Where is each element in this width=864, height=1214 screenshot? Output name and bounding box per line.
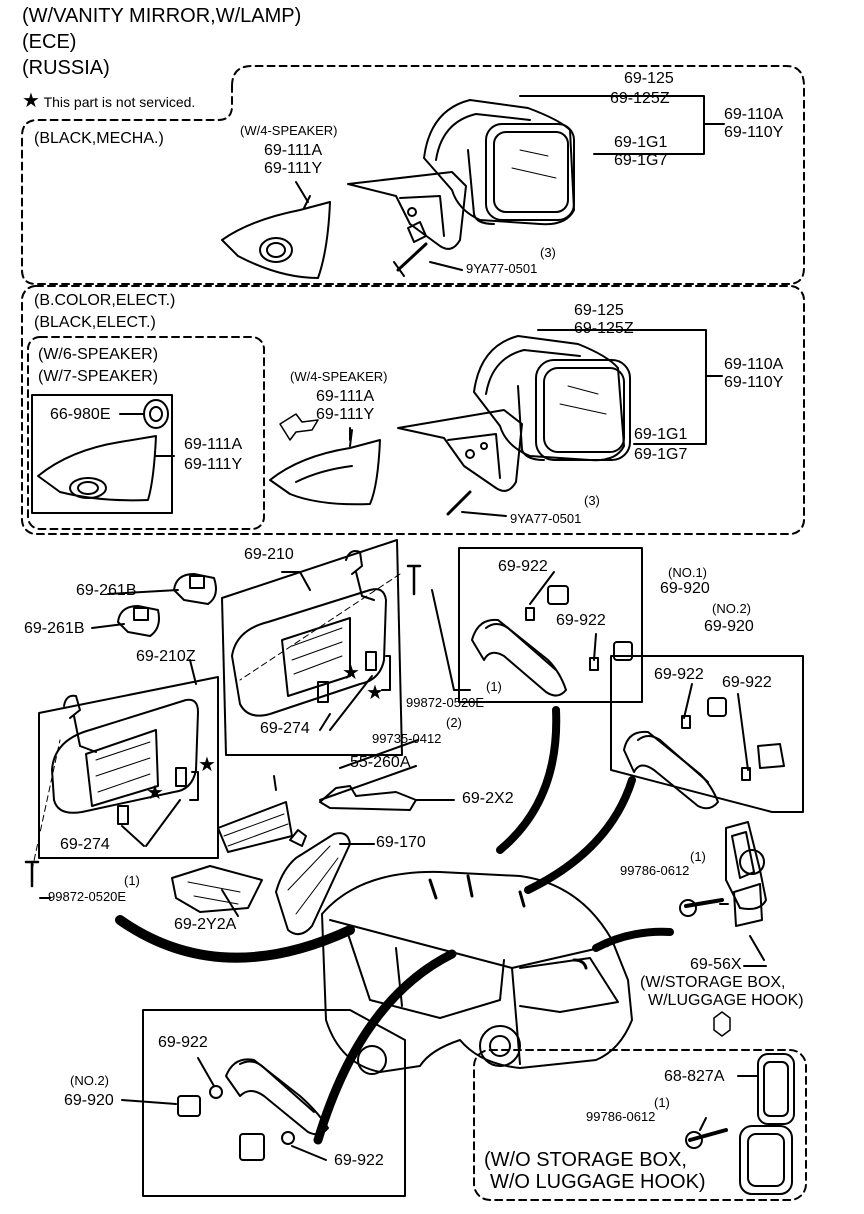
header-line-2: (ECE) <box>22 31 77 53</box>
group-no1: (NO.1) <box>668 565 707 580</box>
group-w4-speaker-a: (W/4-SPEAKER) <box>240 123 338 138</box>
not-serviced-text: This part is not serviced. <box>43 94 196 110</box>
part-69-922-d: 69-922 <box>722 674 772 691</box>
qty-3-b: (3) <box>584 493 600 508</box>
not-serviced-note: ★ This part is not serviced. <box>22 88 195 113</box>
star-d: ★ <box>198 754 216 776</box>
part-69-922-f: 69-922 <box>334 1152 384 1169</box>
part-69-110a-b: 69-110A <box>724 356 784 373</box>
part-69-922-c: 69-922 <box>654 666 704 683</box>
group-black-mecha: (BLACK,MECHA.) <box>34 130 164 147</box>
group-w6-speaker: (W/6-SPEAKER) <box>38 346 159 363</box>
part-69-111y-a: 69-111Y <box>264 160 323 177</box>
part-69-274-a: 69-274 <box>260 720 310 737</box>
part-69-2y2a: 69-2Y2A <box>174 916 237 933</box>
qty-1-c: (1) <box>690 849 706 864</box>
frame-handle-no1 <box>458 547 643 703</box>
part-69-125z-b: 69-125Z <box>574 320 634 337</box>
part-69-920-a: 69-920 <box>660 580 710 597</box>
part-69-261b-b: 69-261B <box>24 620 85 637</box>
qty-2: (2) <box>446 715 462 730</box>
part-69-922-e: 69-922 <box>158 1034 208 1051</box>
part-99872-a: 99872-0520E <box>406 695 485 710</box>
part-99735: 99735-0412 <box>372 731 442 746</box>
part-69-210z: 69-210Z <box>136 648 196 665</box>
qty-3-a: (3) <box>540 245 556 260</box>
group-no2-bottom: (NO.2) <box>70 1073 109 1088</box>
part-69-210: 69-210 <box>244 546 294 563</box>
part-69-111y-b: 69-111Y <box>316 406 375 423</box>
star-c: ★ <box>146 782 164 804</box>
group-b-color-elect: (B.COLOR,ELECT.) <box>34 292 176 309</box>
part-99786-a: 99786-0612 <box>620 863 690 878</box>
frame-handle-no2-bottom <box>142 1009 406 1197</box>
qty-1-a: (1) <box>486 679 502 694</box>
group-box-6-speaker <box>27 336 265 530</box>
part-69-111y-c: 69-111Y <box>184 456 243 473</box>
part-69-261b-a: 69-261B <box>76 582 137 599</box>
part-69-920-c: 69-920 <box>64 1092 114 1109</box>
part-69-125z-a: 69-125Z <box>610 90 670 107</box>
part-66-980e: 66-980E <box>50 406 111 423</box>
part-69-920-b: 69-920 <box>704 618 754 635</box>
header-line-3: (RUSSIA) <box>22 57 110 79</box>
part-69-110y-a: 69-110Y <box>724 124 784 141</box>
part-69-111a-a: 69-111A <box>264 142 323 159</box>
part-99786-b: 99786-0612 <box>586 1109 656 1124</box>
group-no2-right: (NO.2) <box>712 601 751 616</box>
group-storage-box-2: W/LUGGAGE HOOK) <box>648 992 804 1009</box>
part-69-2x2: 69-2X2 <box>462 790 514 807</box>
frame-66-980e <box>31 394 173 514</box>
part-69-922-a: 69-922 <box>498 558 548 575</box>
group-w7-speaker: (W/7-SPEAKER) <box>38 368 159 385</box>
part-9ya77-b: 9YA77-0501 <box>510 511 582 526</box>
part-69-56x: 69-56X <box>690 956 742 973</box>
star-b: ★ <box>366 682 384 704</box>
star-a: ★ <box>342 662 360 684</box>
group-box-black-mecha <box>21 65 805 285</box>
star-icon: ★ <box>22 90 40 112</box>
group-w4-speaker-b: (W/4-SPEAKER) <box>290 369 388 384</box>
part-69-110a-a: 69-110A <box>724 106 784 123</box>
header-line-1: (W/VANITY MIRROR,W/LAMP) <box>22 5 302 27</box>
group-black-elect: (BLACK,ELECT.) <box>34 314 156 331</box>
part-69-1g1-b: 69-1G1 <box>634 426 688 443</box>
part-69-1g7-a: 69-1G7 <box>614 152 668 169</box>
part-69-922-b: 69-922 <box>556 612 606 629</box>
part-69-170: 69-170 <box>376 834 426 851</box>
part-99872-b: 99872-0520E <box>48 889 127 904</box>
part-9ya77-a: 9YA77-0501 <box>466 261 538 276</box>
part-55-260a: 55-260A <box>350 754 411 771</box>
group-box-elect <box>21 285 805 535</box>
group-no-storage-2: W/O LUGGAGE HOOK) <box>490 1171 706 1193</box>
part-69-1g7-b: 69-1G7 <box>634 446 688 463</box>
part-69-1g1-a: 69-1G1 <box>614 134 668 151</box>
group-storage-box-1: (W/STORAGE BOX, <box>640 974 786 991</box>
part-69-274-b: 69-274 <box>60 836 110 853</box>
part-69-125-a: 69-125 <box>624 70 674 87</box>
group-box-no-storage <box>473 1049 807 1201</box>
qty-1-b: (1) <box>124 873 140 888</box>
group-no-storage-1: (W/O STORAGE BOX, <box>484 1149 687 1171</box>
frame-visor-210 <box>221 539 403 756</box>
part-69-111a-b: 69-111A <box>316 388 375 405</box>
part-69-111a-c: 69-111A <box>184 436 243 453</box>
frame-handle-no2-right <box>610 655 804 813</box>
qty-1-d: (1) <box>654 1095 670 1110</box>
part-68-827a: 68-827A <box>664 1068 725 1085</box>
part-69-110y-b: 69-110Y <box>724 374 784 391</box>
frame-visor-210z <box>38 676 219 859</box>
part-69-125-b: 69-125 <box>574 302 624 319</box>
